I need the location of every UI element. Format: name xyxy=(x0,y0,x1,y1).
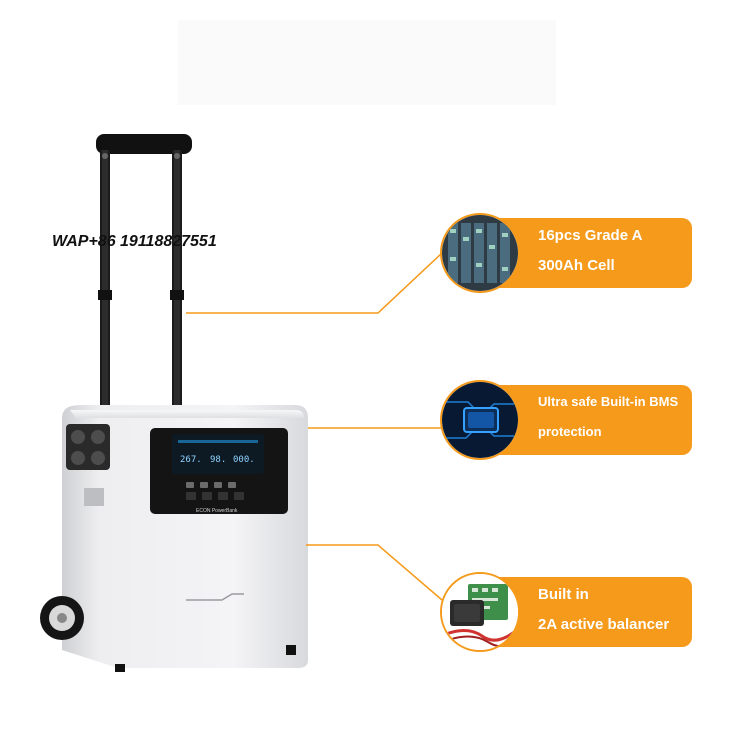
callout-subtitle: 300Ah Cell xyxy=(538,257,615,274)
callout-title: Ultra safe Built-in BMS xyxy=(538,394,679,409)
callout-subtitle: protection xyxy=(538,424,602,439)
connector-line-1 xyxy=(186,252,443,314)
balancer-board-icon xyxy=(440,572,520,652)
connector-line-3 xyxy=(306,544,443,601)
bms-chip-icon xyxy=(440,380,520,460)
callout-subtitle: 2A active balancer xyxy=(538,616,670,633)
front-control-panel: 267. 98. 000. ECON PowerBank xyxy=(150,428,288,514)
callout-bms: Ultra safe Built-in BMS protection xyxy=(440,380,692,460)
contact-watermark: WAP+86 19118827551 xyxy=(52,233,217,250)
callout-balancer: Built in 2A active balancer xyxy=(440,572,692,652)
callout-title: Built in xyxy=(538,586,589,603)
callout-battery-cells: 16pcs Grade A 300Ah Cell xyxy=(440,213,692,293)
display-reading-2: 98. xyxy=(210,455,226,465)
panel-brand-label: ECON PowerBank xyxy=(196,508,238,514)
battery-cells-icon xyxy=(440,213,520,293)
callout-title: 16pcs Grade A xyxy=(538,227,643,244)
display-reading-3: 000. xyxy=(233,455,255,465)
display-reading-1: 267. xyxy=(180,455,202,465)
top-banner xyxy=(178,20,556,105)
trolley-handle xyxy=(96,134,192,408)
